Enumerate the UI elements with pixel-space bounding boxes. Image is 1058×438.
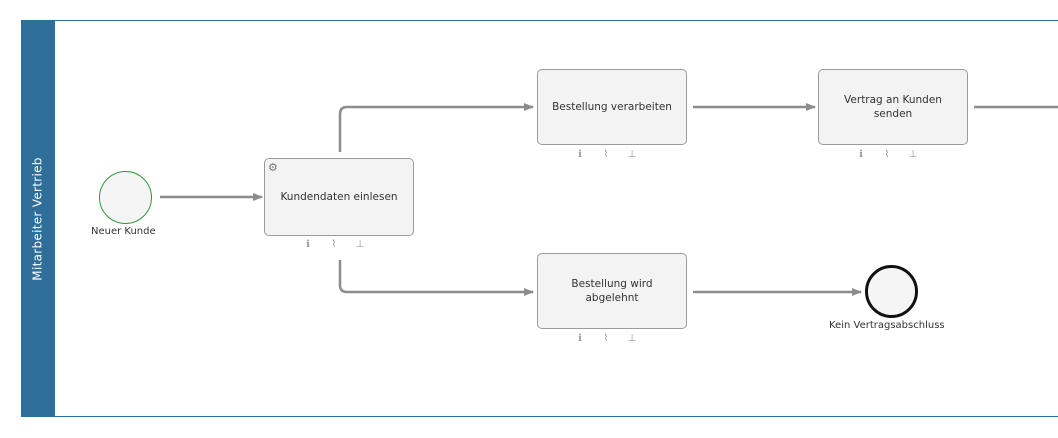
- hierarchy-icon[interactable]: ⊥: [355, 239, 365, 250]
- info-icon[interactable]: ℹ: [306, 239, 310, 250]
- paperclip-icon[interactable]: ⌇: [884, 149, 890, 160]
- task-label: Bestellung verarbeiten: [552, 100, 672, 113]
- hierarchy-icon[interactable]: ⊥: [908, 149, 918, 160]
- start-event[interactable]: [99, 171, 152, 224]
- flow-kundendaten-to-bestellung[interactable]: [338, 103, 534, 152]
- task-icons: ℹ ⌇ ⊥: [574, 149, 638, 160]
- lane-header[interactable]: Mitarbeiter Vertrieb: [21, 20, 55, 417]
- flow-kundendaten-to-abgelehnt[interactable]: [338, 260, 534, 296]
- hierarchy-icon[interactable]: ⊥: [627, 333, 637, 344]
- paperclip-icon[interactable]: ⌇: [603, 149, 609, 160]
- task-icons: ℹ ⌇ ⊥: [855, 149, 919, 160]
- task-kundendaten-einlesen[interactable]: ⚙ Kundendaten einlesen: [264, 158, 414, 236]
- task-icons: ℹ ⌇ ⊥: [302, 239, 366, 250]
- task-label: Kundendaten einlesen: [280, 190, 398, 203]
- info-icon[interactable]: ℹ: [578, 149, 582, 160]
- task-label: Bestellung wird abgelehnt: [571, 277, 653, 304]
- task-bestellung-verarbeiten[interactable]: Bestellung verarbeiten: [537, 69, 687, 145]
- task-icons: ℹ ⌇ ⊥: [574, 333, 638, 344]
- task-bestellung-abgelehnt[interactable]: Bestellung wird abgelehnt: [537, 253, 687, 329]
- info-icon[interactable]: ℹ: [578, 333, 582, 344]
- gear-icon: ⚙: [268, 161, 278, 174]
- task-vertrag-senden[interactable]: Vertrag an Kunden senden: [818, 69, 968, 145]
- end-event[interactable]: [865, 265, 918, 318]
- start-event-label: Neuer Kunde: [91, 226, 156, 237]
- info-icon[interactable]: ℹ: [859, 149, 863, 160]
- hierarchy-icon[interactable]: ⊥: [627, 149, 637, 160]
- paperclip-icon[interactable]: ⌇: [603, 333, 609, 344]
- task-label: Vertrag an Kunden senden: [844, 93, 942, 120]
- end-event-label: Kein Vertragsabschluss: [829, 320, 945, 331]
- paperclip-icon[interactable]: ⌇: [331, 239, 337, 250]
